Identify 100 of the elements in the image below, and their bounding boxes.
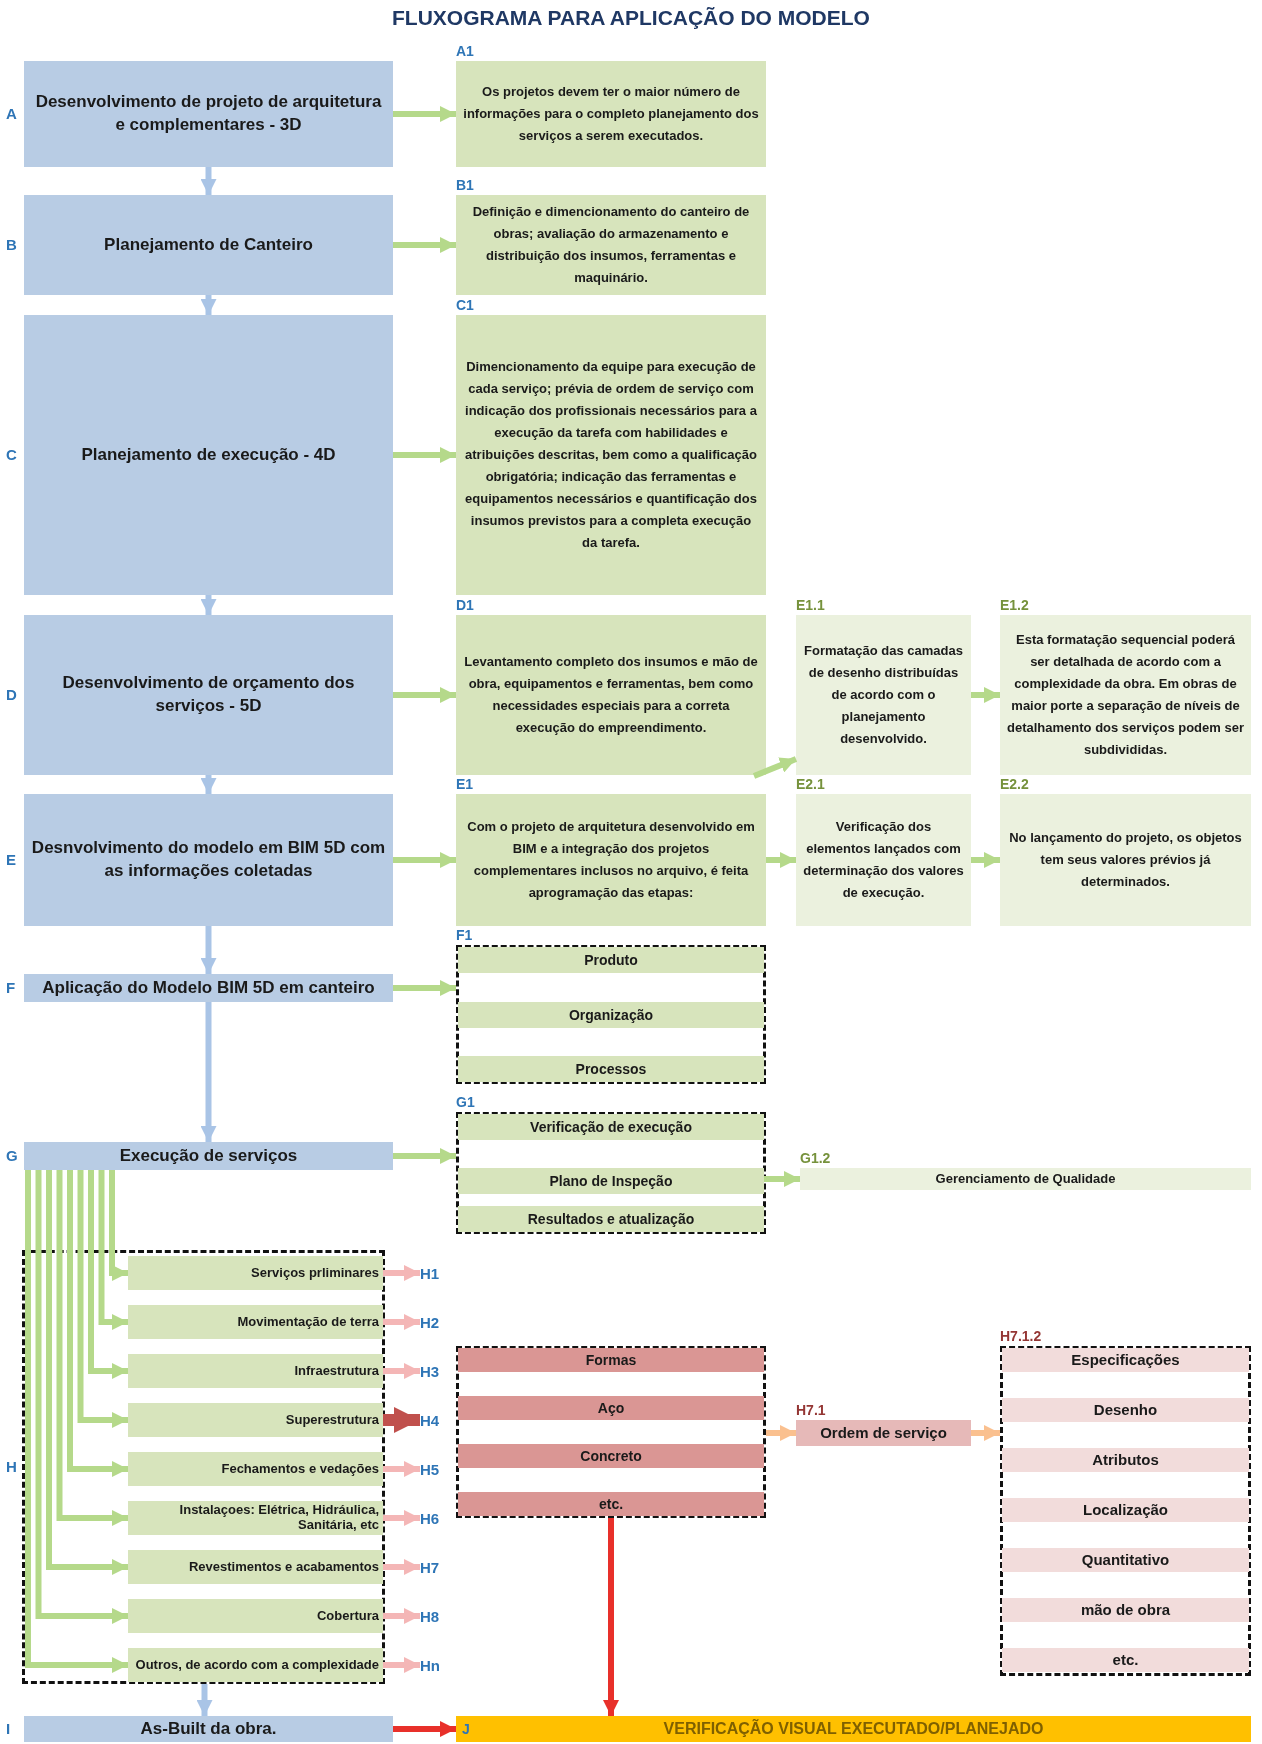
step-code: G1 bbox=[456, 1094, 475, 1111]
step-code: E1 bbox=[456, 776, 474, 793]
arrow bbox=[766, 1425, 796, 1441]
band-label: Plano de Inspeção bbox=[549, 1171, 673, 1191]
band-label: Verificação de execução bbox=[530, 1117, 692, 1137]
step-label: Aplicação do Modelo BIM 5D em canteiro bbox=[42, 976, 375, 999]
row-letter: A bbox=[6, 105, 17, 122]
band-label: Especificações bbox=[1071, 1349, 1180, 1370]
band-label: Localização bbox=[1082, 1499, 1168, 1520]
row-letter: I bbox=[6, 1720, 11, 1737]
arrow bbox=[752, 756, 798, 779]
band-label: Outros, de acordo com a complexidade bbox=[134, 1657, 380, 1673]
arrow bbox=[764, 1171, 800, 1187]
arrow bbox=[393, 106, 456, 122]
step-label: Ordem de serviço bbox=[820, 1422, 947, 1443]
band-label: Infraestrutura bbox=[293, 1363, 380, 1379]
row-letter: D bbox=[6, 686, 17, 703]
band-label: Desenho bbox=[1093, 1399, 1158, 1420]
arrow bbox=[383, 1608, 420, 1624]
band-label: mão de obra bbox=[1080, 1599, 1171, 1620]
band-label: Resultados e atualização bbox=[527, 1209, 695, 1229]
band-label: Formas bbox=[585, 1350, 637, 1370]
step-code: Hn bbox=[420, 1648, 452, 1682]
description-text: Verificação dos elementos lançados com determinação dos valores de execução. bbox=[802, 817, 965, 903]
arrow bbox=[88, 1170, 128, 1379]
arrow bbox=[971, 852, 1000, 868]
step-label: Desenvolvimento de projeto de arquitetura e complementares - 3D bbox=[34, 91, 383, 136]
row-letter: B bbox=[6, 236, 17, 253]
description-text: Com o projeto de arquitetura desenvolvido em BIM e a integração dos projetos complementares inclusos no arquivo, é feita aprogramação das etapas: bbox=[466, 817, 756, 903]
band-label: Processos bbox=[575, 1059, 647, 1079]
step-code: D1 bbox=[456, 597, 474, 614]
step-code: H6 bbox=[420, 1501, 452, 1535]
band-label: Fechamentos e vedações bbox=[220, 1461, 380, 1477]
step-code: A1 bbox=[456, 43, 474, 60]
row-letter: H bbox=[6, 1458, 17, 1475]
arrow bbox=[393, 237, 456, 253]
step-code: F1 bbox=[456, 927, 473, 944]
row-letter: F bbox=[6, 979, 16, 996]
arrow bbox=[393, 1721, 456, 1737]
arrow bbox=[393, 687, 456, 703]
arrow bbox=[67, 1170, 128, 1477]
description-text: No lançamento do projeto, os objetos tem seus valores prévios já determinados. bbox=[1008, 828, 1243, 892]
arrow bbox=[200, 775, 217, 794]
arrow bbox=[196, 1684, 213, 1716]
arrow bbox=[383, 1461, 420, 1477]
arrow bbox=[200, 295, 217, 315]
step-code: H2 bbox=[420, 1305, 452, 1339]
band-label: Organização bbox=[569, 1005, 653, 1025]
step-label: VERIFICAÇÃO VISUAL EXECUTADO/PLANEJADO bbox=[663, 1718, 1044, 1740]
description-text: Esta formatação sequencial poderá ser detalhada de acordo com a complexidade da obra. Em obras de maior porte a separação de níveis de detalhamento dos serviços podem ser subdivididas. bbox=[1006, 630, 1245, 760]
band-label: Instalaçoes: Elétrica, Hidráulica, Sanitária, etc bbox=[178, 1503, 380, 1533]
band-label: Atributos bbox=[1092, 1449, 1159, 1470]
step-code: H7.1.2 bbox=[1000, 1328, 1042, 1345]
step-code: H7.1 bbox=[796, 1402, 826, 1419]
step-code: E1.2 bbox=[1000, 597, 1029, 614]
arrow bbox=[56, 1170, 128, 1526]
description-text: Dimencionamento da equipe para execução de cada serviço; prévia de ordem de serviço com indicação dos profissionais necessários para a execução da tarefa com habilidades e atribuições descritas, bem como a qualificação obrigatória; indicação das ferramentas e equipamentos necessários e quantificação dos insumos previstos para a completa execução da tarefa. bbox=[464, 357, 758, 553]
arrow bbox=[766, 852, 796, 868]
step-code: H8 bbox=[420, 1599, 452, 1633]
step-label: Desnvolvimento do modelo em BIM 5D com as informações coletadas bbox=[30, 837, 387, 882]
arrow bbox=[200, 595, 217, 615]
arrow bbox=[603, 1518, 619, 1716]
step-label: Execução de serviços bbox=[119, 1144, 298, 1167]
step-code: G1.2 bbox=[800, 1150, 831, 1167]
band-label: Serviços prliminares bbox=[250, 1265, 380, 1281]
step-code: E2.2 bbox=[1000, 776, 1029, 793]
step-code: E2.1 bbox=[796, 776, 825, 793]
description-text: Definição e dimencionamento do canteiro de obras; avaliação do armazenamento e distribuição dos insumos, ferramentas e maquinário. bbox=[471, 202, 751, 288]
step-label: As-Built da obra. bbox=[140, 1717, 277, 1740]
arrow bbox=[200, 167, 217, 195]
step-code: J bbox=[462, 1720, 470, 1738]
arrow bbox=[383, 1314, 420, 1330]
arrow bbox=[46, 1170, 128, 1575]
step-label: Desenvolvimento de orçamento dos serviços - 5D bbox=[61, 672, 356, 717]
step-code: H4 bbox=[420, 1403, 452, 1437]
description-text: Levantamento completo dos insumos e mão de obra, equipamentos e ferramentas, bem como necessidades especiais para a correta execução do empreendimento. bbox=[463, 652, 759, 738]
band-label: Cobertura bbox=[315, 1608, 380, 1624]
row-letter: E bbox=[6, 851, 16, 868]
description-text: Formatação das camadas de desenho distribuídas de acordo com o planejamento desenvolvido. bbox=[803, 641, 964, 749]
arrow bbox=[98, 1170, 128, 1330]
arrow bbox=[383, 1657, 420, 1673]
step-label: Planejamento de execução - 4D bbox=[81, 443, 336, 466]
step-code: H7 bbox=[420, 1550, 452, 1584]
step-code: H3 bbox=[420, 1354, 452, 1388]
step-code: H5 bbox=[420, 1452, 452, 1486]
band-label: Aço bbox=[597, 1398, 625, 1418]
arrow bbox=[383, 1559, 420, 1575]
arrow bbox=[383, 1265, 420, 1281]
row-letter: C bbox=[6, 446, 17, 463]
arrow bbox=[971, 1425, 1000, 1441]
step-code: C1 bbox=[456, 297, 474, 314]
title: FLUXOGRAMA PARA APLICAÇÃO DO MODELO bbox=[391, 6, 871, 30]
step-label: Planejamento de Canteiro bbox=[104, 233, 313, 256]
band-label: Quantitativo bbox=[1081, 1549, 1170, 1570]
arrow bbox=[383, 1363, 420, 1379]
arrow bbox=[971, 687, 1000, 703]
band-label: etc. bbox=[598, 1494, 624, 1514]
band-label: Superestrutura bbox=[284, 1412, 380, 1428]
band-label: Produto bbox=[584, 950, 638, 970]
arrow bbox=[109, 1170, 128, 1281]
